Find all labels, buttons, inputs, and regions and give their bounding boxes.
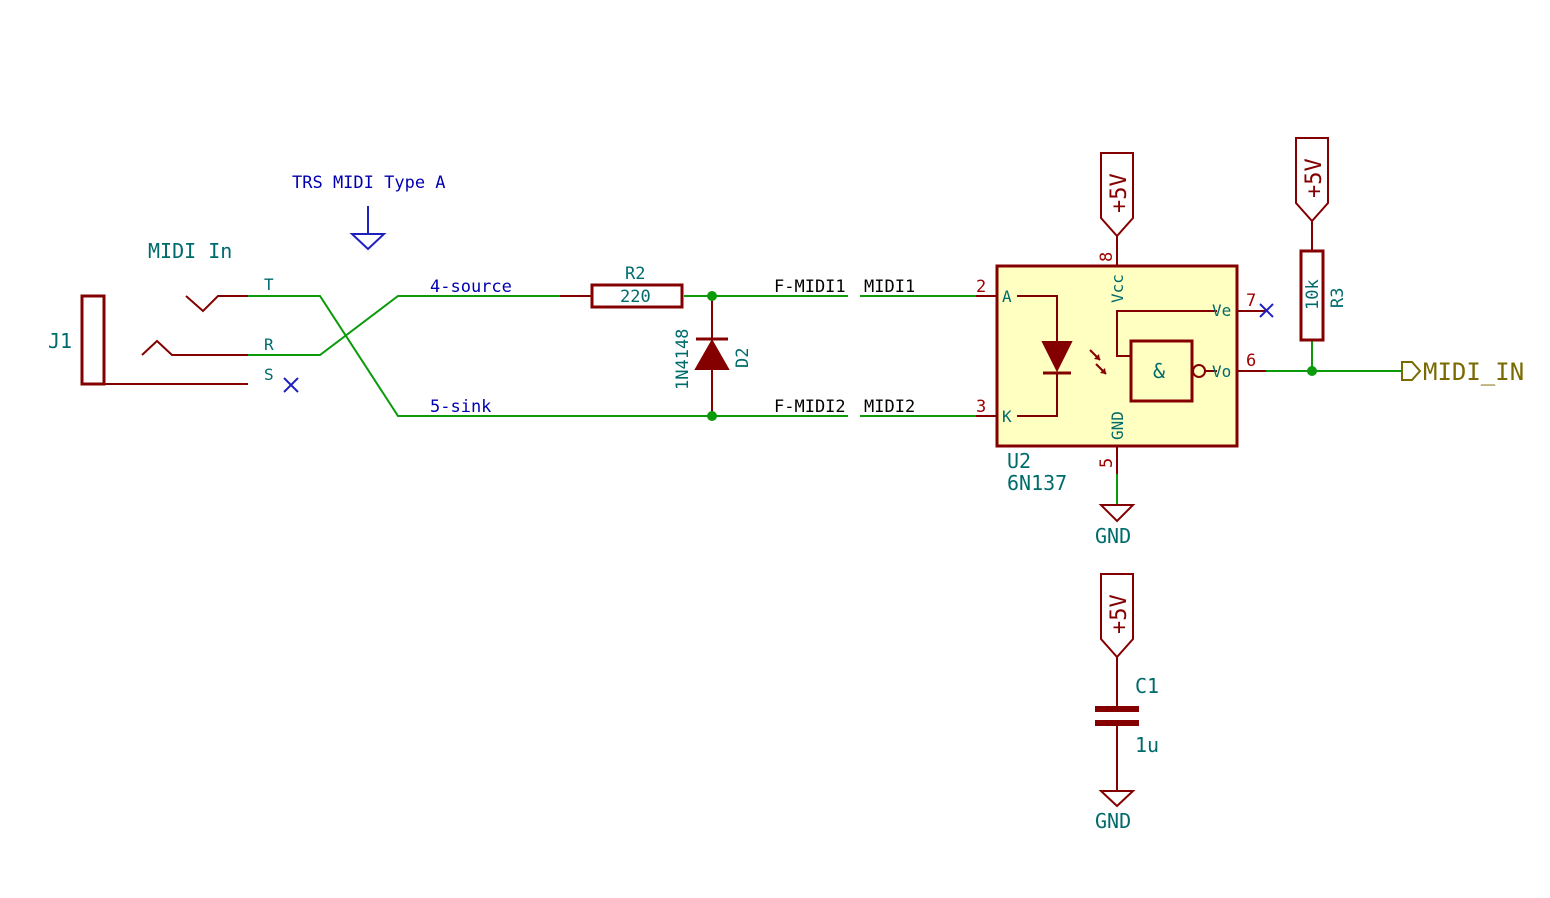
j1-pin-s: S	[264, 365, 274, 384]
j1-no-connect-mark	[283, 377, 299, 393]
d2-ref: D2	[733, 348, 753, 368]
trs-midi-note: TRS MIDI Type A	[292, 173, 446, 193]
net-label-midi1: MIDI1	[864, 277, 915, 297]
u2-pin-name-ve: Ve	[1212, 301, 1231, 320]
c1-value: 1u	[1135, 733, 1159, 757]
d2-value: 1N4148	[673, 329, 693, 390]
trs-flag-symbol	[349, 206, 387, 251]
midi-in-hier-label: MIDI_IN	[1423, 358, 1524, 386]
u2-value: 6N137	[1007, 471, 1067, 495]
r3-resistor[interactable]	[1295, 137, 1329, 342]
u2-pin-number-2: 2	[976, 277, 986, 297]
junction-d2-bottom	[707, 411, 717, 421]
gnd-u2-symbol	[1098, 504, 1136, 523]
gnd-c1-label: GND	[1095, 809, 1131, 833]
u2-pin-number-8: 8	[1097, 252, 1117, 262]
d2-diode[interactable]	[694, 296, 730, 416]
power-5v-c1-label: +5V	[1107, 594, 1132, 634]
u2-ve-no-connect-mark	[1259, 303, 1274, 318]
u2-pin-number-6: 6	[1246, 351, 1256, 371]
wires	[248, 295, 1402, 505]
net-label-f-midi1: F-MIDI1	[774, 277, 846, 297]
power-5v-u2-symbol	[1100, 152, 1134, 238]
net-label-f-midi2: F-MIDI2	[774, 397, 846, 417]
junction-r3	[1307, 366, 1317, 376]
r2-ref: R2	[625, 264, 645, 284]
junction-d2-top	[707, 291, 717, 301]
r2-value: 220	[620, 287, 651, 307]
u2-pin-number-5: 5	[1097, 458, 1117, 468]
u2-pin-name-vcc: Vcc	[1108, 274, 1127, 303]
c1-ref: C1	[1135, 674, 1159, 698]
midi-in-title: MIDI In	[148, 239, 232, 263]
r3-ref: R3	[1328, 288, 1348, 308]
j1-pin-r: R	[264, 335, 274, 354]
midi-in-hier-label-symbol[interactable]	[1401, 361, 1422, 381]
u2-pin-name-a: A	[1002, 287, 1012, 306]
u2-pin-number-3: 3	[976, 397, 986, 417]
gnd-u2-label: GND	[1095, 524, 1131, 548]
u2-optocoupler[interactable]	[976, 236, 1266, 474]
u2-pin-number-7: 7	[1246, 291, 1256, 311]
net-label-4-source: 4-source	[430, 277, 512, 297]
j1-ref: J1	[48, 329, 72, 353]
u2-ref: U2	[1007, 449, 1031, 473]
r3-value: 10k	[1303, 279, 1323, 310]
u2-gate-symbol: &	[1153, 359, 1165, 383]
power-5v-r3-label: +5V	[1302, 158, 1327, 198]
net-label-midi2: MIDI2	[864, 397, 915, 417]
power-5v-u2-label: +5V	[1107, 173, 1132, 213]
j1-pin-t: T	[264, 275, 274, 294]
u2-pin-name-k: K	[1002, 407, 1012, 426]
r2-resistor[interactable]	[560, 283, 684, 309]
c1-capacitor[interactable]	[1095, 573, 1139, 808]
u2-pin-name-vo: Vo	[1212, 362, 1231, 381]
net-label-5-sink: 5-sink	[430, 397, 491, 417]
j1-jack-symbol[interactable]	[80, 294, 248, 386]
u2-pin-name-gnd: GND	[1108, 411, 1127, 440]
